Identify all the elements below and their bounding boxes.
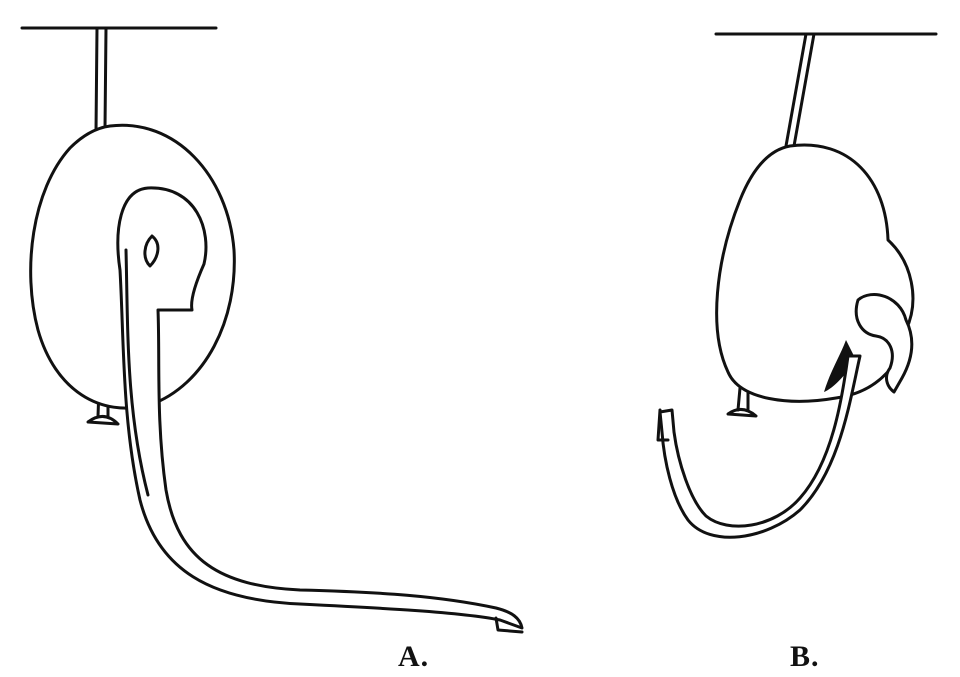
- figure-a: [20, 26, 524, 634]
- radicle-a: [116, 186, 524, 630]
- thread-b-right: [792, 32, 816, 148]
- stalk-b-foot: [726, 408, 758, 418]
- thread-b-left: [784, 32, 808, 148]
- radicle-tip-a: [494, 616, 524, 634]
- stalk-b: [736, 386, 750, 412]
- radicle-tip-b: [656, 408, 670, 442]
- caption-b: B.: [790, 640, 820, 673]
- seed-body-b: [715, 143, 915, 403]
- thread-a-left: [94, 26, 99, 134]
- hilum-a: [143, 234, 160, 268]
- figure-b: [656, 32, 938, 539]
- split-shade-b: [824, 340, 856, 392]
- caption-a: A.: [398, 640, 430, 673]
- thread-a-right: [103, 26, 108, 130]
- stalk-a-foot: [86, 415, 120, 426]
- radicle-inner-a: [124, 248, 150, 497]
- radicle-head-b: [854, 293, 914, 394]
